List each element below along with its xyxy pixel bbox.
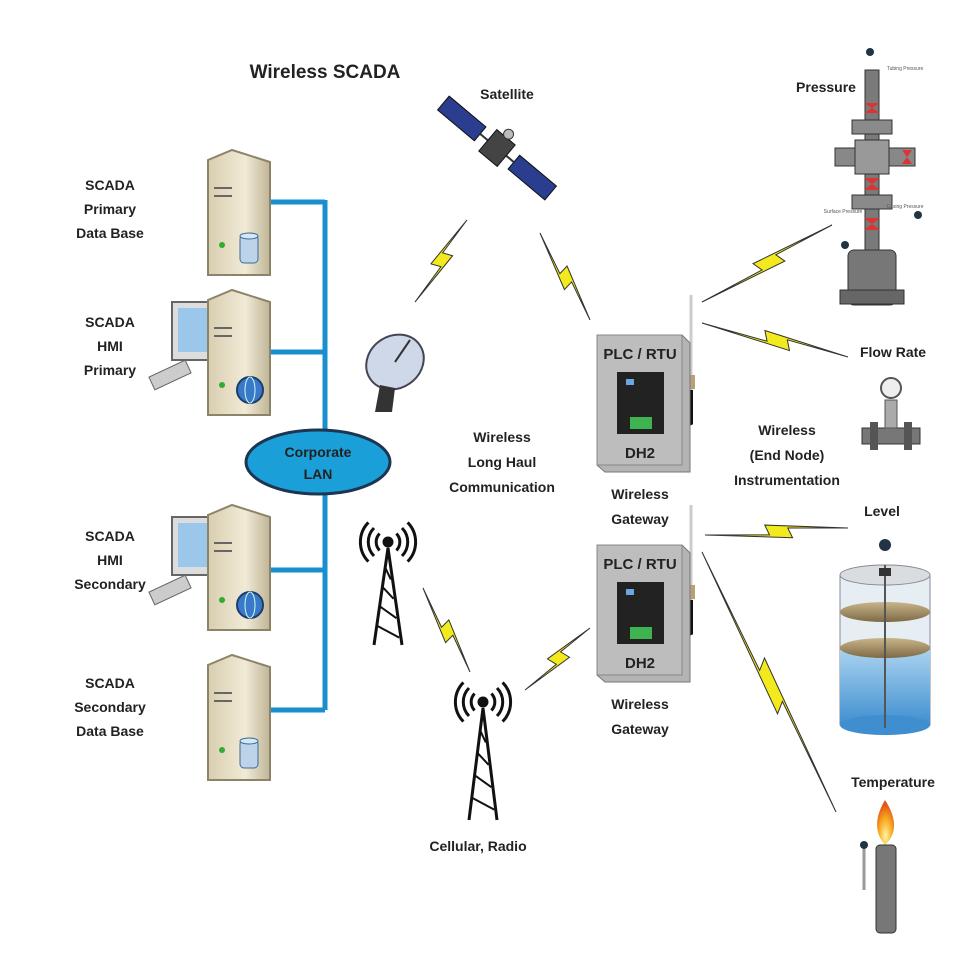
svg-text:LAN: LAN — [304, 466, 333, 482]
svg-text:Secondary: Secondary — [74, 576, 146, 592]
svg-text:Data Base: Data Base — [76, 225, 144, 241]
gateway-plc-label: PLC / RTU — [603, 556, 676, 573]
server-hmi-icon — [148, 288, 271, 416]
svg-text:Corporate: Corporate — [285, 444, 352, 460]
end-node-label: Wireless (End Node) Instrumentation — [734, 422, 840, 488]
cellular-radio-label: Cellular, Radio — [429, 838, 526, 854]
corporate-lan[interactable]: Corporate LAN — [244, 428, 392, 496]
svg-text:Long Haul: Long Haul — [468, 454, 536, 470]
lightning-bolt-7 — [701, 551, 837, 813]
satellite-icon — [436, 95, 558, 201]
svg-text:Communication: Communication — [449, 479, 555, 495]
svg-text:Instrumentation: Instrumentation — [734, 472, 840, 488]
svg-text:HMI: HMI — [97, 552, 123, 568]
gateway-model-label: DH2 — [625, 445, 655, 462]
svg-text:Surface Pressure: Surface Pressure — [824, 209, 863, 215]
lightning-bolt-5 — [701, 322, 849, 358]
lightning-bolt-0 — [414, 219, 468, 303]
svg-text:SCADA: SCADA — [85, 528, 135, 544]
diagram-title: Wireless SCADA — [250, 62, 401, 83]
lightning-bolt-2 — [422, 587, 471, 673]
lightning-bolt-3 — [524, 627, 591, 691]
server-hmi-icon — [148, 503, 271, 631]
svg-text:HMI: HMI — [97, 338, 123, 354]
long-haul-label: Wireless Long Haul Communication — [449, 429, 555, 495]
svg-text:Tubing Pressure: Tubing Pressure — [887, 66, 924, 72]
radio-towers — [358, 521, 513, 821]
gateway-caption: Gateway — [611, 511, 669, 527]
svg-text:Primary: Primary — [84, 201, 136, 217]
radio-tower-icon — [453, 681, 513, 821]
satellite-label: Satellite — [480, 86, 534, 102]
pressure-label: Pressure — [796, 79, 856, 95]
gateway-model-label: DH2 — [625, 655, 655, 672]
server-database-icon — [207, 148, 271, 276]
device-label: DH2 — [646, 590, 656, 596]
flow-rate-label: Flow Rate — [860, 344, 926, 360]
level-tank-icon — [839, 539, 931, 735]
servers — [148, 148, 271, 781]
lightning-bolt-6 — [704, 524, 849, 539]
pressure-wellhead-icon: Tubing Pressure Surface Pressure Casing … — [824, 48, 924, 306]
server-database-icon — [207, 653, 271, 781]
device-label: DH2 — [646, 380, 656, 386]
gateway-caption: Wireless — [611, 696, 669, 712]
temperature-probe-icon — [860, 800, 897, 934]
svg-text:Wireless: Wireless — [473, 429, 531, 445]
svg-text:Secondary: Secondary — [74, 699, 146, 715]
satellite-dish-icon — [365, 333, 425, 412]
svg-text:SCADA: SCADA — [85, 675, 135, 691]
wireless-links — [414, 219, 849, 813]
gateway-caption: Gateway — [611, 721, 669, 737]
svg-text:Wireless: Wireless — [758, 422, 816, 438]
lightning-bolt-4 — [701, 224, 833, 303]
flow-meter-icon — [861, 377, 921, 450]
svg-text:SCADA: SCADA — [85, 177, 135, 193]
server-labels: SCADA Primary Data Base SCADA HMI Primar… — [74, 177, 146, 739]
gateway-plc-label: PLC / RTU — [603, 346, 676, 363]
svg-text:Data Base: Data Base — [76, 723, 144, 739]
level-label: Level — [864, 503, 900, 519]
lightning-bolt-1 — [539, 232, 591, 321]
svg-text:Primary: Primary — [84, 362, 136, 378]
svg-text:(End Node): (End Node) — [750, 447, 825, 463]
svg-text:Casing Pressure: Casing Pressure — [887, 204, 924, 210]
gateway-caption: Wireless — [611, 486, 669, 502]
temperature-label: Temperature — [851, 774, 935, 790]
svg-text:SCADA: SCADA — [85, 314, 135, 330]
radio-tower-icon — [358, 521, 418, 646]
